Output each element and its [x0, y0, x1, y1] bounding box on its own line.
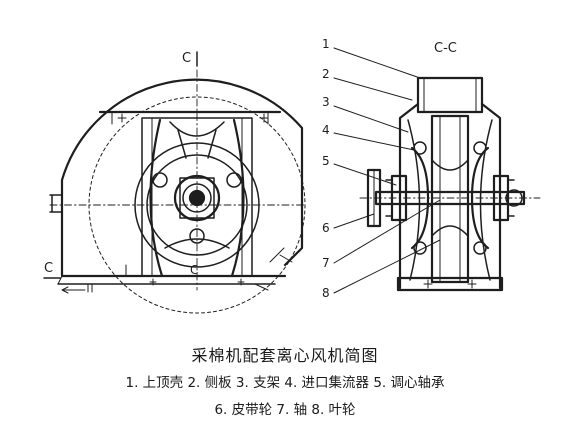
callout-6: 6: [322, 221, 330, 235]
legend-line-1: 1. 上顶壳 2. 侧板 3. 支架 4. 进口集流器 5. 调心轴承: [125, 375, 445, 391]
impeller-ring: [134, 142, 260, 268]
top-shell-section: [416, 76, 484, 114]
front-view: C C C: [43, 51, 306, 314]
impeller-outer-circle: [88, 96, 306, 314]
callout-8: 8: [322, 286, 330, 300]
side-plate-right: [480, 102, 502, 290]
leader-lines: [333, 47, 441, 294]
callout-1: 1: [322, 37, 330, 51]
inlet-ring: [146, 154, 248, 256]
volute-casing: [60, 78, 304, 277]
frame-hole: [152, 172, 168, 188]
bearing-right: [492, 174, 510, 222]
base-arrow: [61, 286, 86, 294]
callout-4: 4: [322, 123, 330, 137]
section-marker-left: C: [44, 261, 53, 276]
frame-hole: [226, 172, 242, 188]
callout-2: 2: [322, 67, 330, 81]
hub-mid: [182, 183, 212, 213]
outlet-flange: [49, 194, 63, 213]
support-right: [479, 119, 493, 281]
callout-3: 3: [322, 95, 330, 109]
side-plate-left: [398, 102, 420, 290]
callout-labels: 1 2 3 4 5 6 7 8: [322, 37, 330, 300]
legend-line-2: 6. 皮带轮 7. 轴 8. 叶轮: [214, 402, 356, 418]
callout-7: 7: [322, 256, 330, 270]
figure-title: 采棉机配套离心风机简图: [191, 346, 379, 365]
section-marker-top: C: [182, 51, 191, 66]
bolt-mark: [117, 113, 127, 123]
bearing-left: [390, 174, 408, 222]
support-strut-left: [149, 118, 164, 278]
section-marker-bottom: C: [190, 263, 198, 277]
frame-hole: [189, 228, 205, 244]
section-title: C-C: [434, 41, 457, 56]
support-frame: [141, 117, 253, 277]
callout-5: 5: [322, 154, 330, 168]
hub-outer: [173, 174, 221, 222]
bearing-housing: [179, 177, 215, 219]
section-view: C-C: [322, 37, 541, 300]
support-strut-right: [230, 118, 245, 278]
technical-drawing: C C C: [43, 37, 541, 314]
base-section: [396, 276, 504, 292]
support-left: [407, 119, 421, 281]
shaft-end: [188, 189, 206, 207]
impeller-section: [430, 114, 470, 284]
